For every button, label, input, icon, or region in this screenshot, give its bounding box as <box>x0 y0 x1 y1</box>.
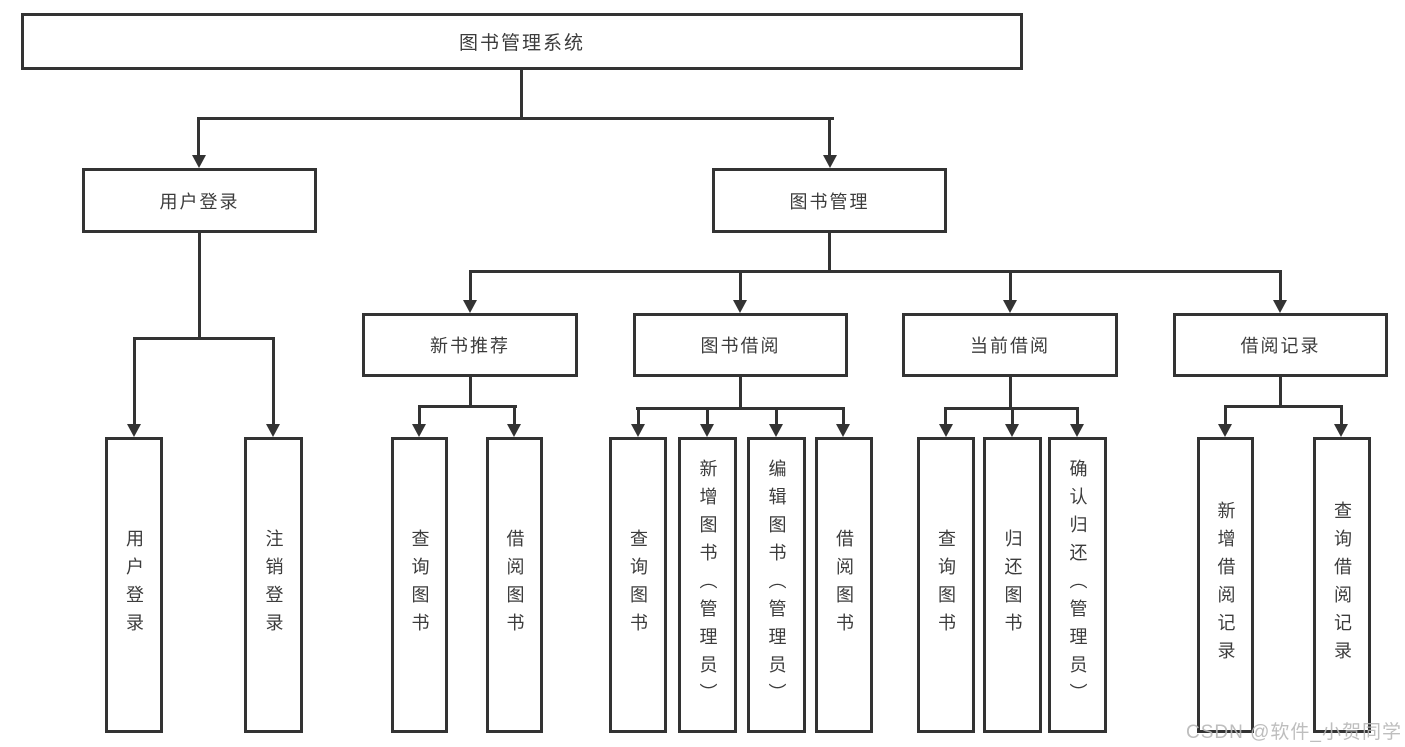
leaf-current-return-books: 归还图书 <box>983 437 1042 733</box>
edge-line <box>828 233 831 273</box>
leaf-current-query-books-label: 查询图书 <box>936 529 956 641</box>
leaf-borrowing-borrow-books: 借阅图书 <box>815 437 873 733</box>
leaf-records-query-record-label: 查询借阅记录 <box>1332 501 1352 669</box>
leaf-records-add-record-label: 新增借阅记录 <box>1215 501 1236 669</box>
arrow-down-icon <box>1005 424 1019 437</box>
edge-line <box>272 337 275 427</box>
edge-line <box>842 407 845 427</box>
edge-line <box>1279 377 1282 408</box>
arrow-down-icon <box>1003 300 1017 313</box>
arrow-down-icon <box>412 424 426 437</box>
node-current-borrowing: 当前借阅 <box>902 313 1118 377</box>
node-library-system: 图书管理系统 <box>21 13 1023 70</box>
node-new-book-recommend: 新书推荐 <box>362 313 578 377</box>
leaf-recommend-query-books: 查询图书 <box>391 437 448 733</box>
node-book-management: 图书管理 <box>712 168 947 233</box>
arrow-down-icon <box>192 155 206 168</box>
edge-line <box>469 377 472 408</box>
edge-line <box>1279 270 1282 303</box>
leaf-logout-label: 注销登录 <box>263 529 284 641</box>
arrow-down-icon <box>1218 424 1232 437</box>
arrow-down-icon <box>631 424 645 437</box>
leaf-current-confirm-return: 确认归还（管理员） <box>1048 437 1107 733</box>
leaf-borrowing-query-books-label: 查询图书 <box>628 529 648 641</box>
leaf-borrowing-query-books: 查询图书 <box>609 437 667 733</box>
node-user-login: 用户登录 <box>82 168 317 233</box>
edge-line <box>1011 407 1014 427</box>
leaf-borrowing-borrow-books-label: 借阅图书 <box>834 529 854 641</box>
arrow-down-icon <box>1334 424 1348 437</box>
edge-line <box>418 405 421 427</box>
edge-line <box>637 407 640 427</box>
leaf-records-add-record: 新增借阅记录 <box>1197 437 1254 733</box>
arrow-down-icon <box>836 424 850 437</box>
leaf-records-query-record: 查询借阅记录 <box>1313 437 1371 733</box>
edge-line <box>198 233 201 340</box>
edge-line <box>1009 377 1012 410</box>
edge-line <box>469 270 472 303</box>
edge-line <box>469 270 1281 273</box>
leaf-current-query-books: 查询图书 <box>917 437 975 733</box>
arrow-down-icon <box>769 424 783 437</box>
node-book-borrowing: 图书借阅 <box>633 313 848 377</box>
arrow-down-icon <box>266 424 280 437</box>
arrow-down-icon <box>823 155 837 168</box>
edge-line <box>828 117 831 157</box>
edge-line <box>418 405 517 408</box>
leaf-borrowing-edit-books-label: 编辑图书（管理员） <box>766 459 787 711</box>
leaf-recommend-borrow-books: 借阅图书 <box>486 437 543 733</box>
edge-line <box>706 407 709 427</box>
edge-line <box>1224 405 1227 427</box>
edge-line <box>739 377 742 410</box>
leaf-recommend-query-books-label: 查询图书 <box>409 529 430 641</box>
leaf-logout: 注销登录 <box>244 437 303 733</box>
arrow-down-icon <box>127 424 141 437</box>
arrow-down-icon <box>700 424 714 437</box>
arrow-down-icon <box>1273 300 1287 313</box>
csdn-watermark: CSDN @软件_小贺同学 <box>1186 722 1402 743</box>
leaf-user-login-label: 用户登录 <box>124 529 144 641</box>
arrow-down-icon <box>463 300 477 313</box>
edge-line <box>775 407 778 427</box>
edge-line <box>197 117 834 120</box>
edge-line <box>513 405 516 427</box>
edge-line <box>944 407 947 427</box>
leaf-borrowing-add-books: 新增图书（管理员） <box>678 437 737 733</box>
edge-line <box>133 337 136 427</box>
leaf-current-return-books-label: 归还图书 <box>1002 529 1023 641</box>
leaf-current-confirm-return-label: 确认归还（管理员） <box>1067 459 1088 711</box>
leaf-borrowing-edit-books: 编辑图书（管理员） <box>747 437 806 733</box>
edge-line <box>636 407 845 410</box>
edge-line <box>197 117 200 157</box>
edge-line <box>1224 405 1343 408</box>
edge-line <box>739 270 742 303</box>
leaf-user-login: 用户登录 <box>105 437 163 733</box>
edge-line <box>1076 407 1079 427</box>
leaf-borrowing-add-books-label: 新增图书（管理员） <box>697 459 718 711</box>
arrow-down-icon <box>939 424 953 437</box>
node-borrowing-records: 借阅记录 <box>1173 313 1388 377</box>
arrow-down-icon <box>507 424 521 437</box>
arrow-down-icon <box>1070 424 1084 437</box>
edge-line <box>133 337 275 340</box>
edge-line <box>520 70 523 120</box>
edge-line <box>1340 405 1343 427</box>
leaf-recommend-borrow-books-label: 借阅图书 <box>504 529 525 641</box>
arrow-down-icon <box>733 300 747 313</box>
edge-line <box>1009 270 1012 303</box>
